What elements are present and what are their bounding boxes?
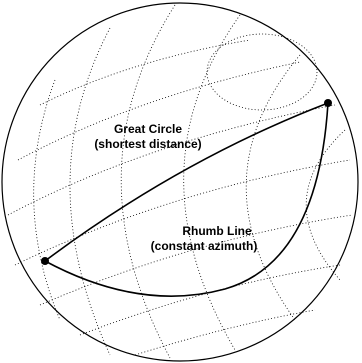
longitude-line [183,14,241,351]
latitude-line [39,214,353,306]
latitude-line [134,309,316,356]
latitude-line [39,39,251,106]
longitude-line [33,79,61,321]
great-circle-sublabel: (shortest distance) [94,137,201,151]
polar-cap-circle [206,33,318,111]
latitude-line [17,61,301,161]
great-circle-route [44,102,329,262]
rhumb-line-label: Rhumb Line [182,224,252,238]
rhumb-line-route [44,102,329,297]
longitude-line [69,27,111,356]
latitude-line [14,159,351,266]
longitude-line [305,129,346,281]
longitude-line [245,54,301,321]
graticule-grid [7,4,353,359]
longitude-line [120,4,176,359]
start-point-marker [41,257,49,265]
great-circle-label: Great Circle [114,122,182,136]
rhumb-line-sublabel: (constant azimuth) [151,239,258,253]
end-point-marker [324,99,332,107]
